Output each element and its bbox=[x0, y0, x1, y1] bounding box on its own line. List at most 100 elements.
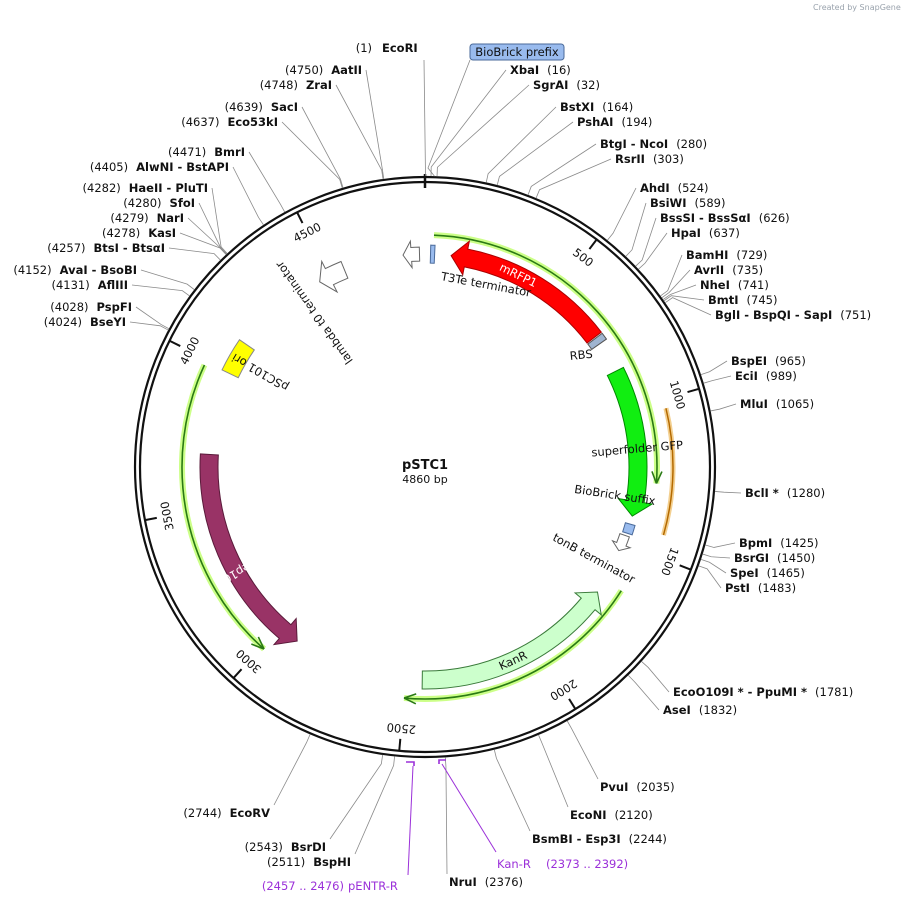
site-position: (2035) bbox=[636, 780, 674, 794]
site-name: BsiWI bbox=[650, 196, 687, 210]
site-label-right[interactable]: SpeI(1465) bbox=[730, 566, 805, 580]
site-label-left[interactable]: AvaI - BsoBI(4152) bbox=[13, 263, 137, 277]
site-label-right[interactable]: BsmBI - Esp3I(2244) bbox=[532, 832, 667, 846]
site-label-right[interactable]: BtgI - NcoI(280) bbox=[600, 137, 707, 151]
tick-label: 1000 bbox=[667, 379, 688, 411]
site-position: (4280) bbox=[123, 196, 161, 210]
site-label-left[interactable]: BseYI(4024) bbox=[44, 315, 126, 329]
site-label-right[interactable]: PstI(1483) bbox=[725, 581, 796, 595]
site-position: (4405) bbox=[90, 160, 128, 174]
biobrick-suffix-block bbox=[622, 522, 636, 536]
site-position: (1465) bbox=[767, 566, 805, 580]
site-label-right[interactable]: BmtI(745) bbox=[708, 293, 777, 307]
site-leader bbox=[663, 295, 705, 302]
site-name: BsrDI bbox=[291, 840, 326, 854]
site-position: (2376) bbox=[485, 875, 523, 889]
site-label-left[interactable]: EcoRV(2744) bbox=[183, 806, 270, 820]
site-name: PvuI bbox=[600, 780, 628, 794]
orf-arc-rep-line bbox=[181, 364, 265, 650]
site-label-right[interactable]: BamHI(729) bbox=[686, 248, 767, 262]
site-label-right[interactable]: EcoNI(2120) bbox=[570, 808, 653, 822]
site-labels: (1)EcoRI XbaI(16)SgrAI(32) BstXI(164)PshAI… bbox=[13, 41, 871, 893]
site-label-right[interactable]: RsrII(303) bbox=[615, 152, 684, 166]
site-name: NheI bbox=[700, 278, 730, 292]
site-label-left[interactable]: SacI(4639) bbox=[225, 100, 298, 114]
kan-r-name[interactable]: Kan-R bbox=[497, 857, 531, 871]
site-label-right[interactable]: BglI - BspQI - SapI(751) bbox=[715, 308, 871, 322]
site-label-right[interactable]: BsiWI(589) bbox=[650, 196, 725, 210]
site-label-right[interactable]: AhdI(524) bbox=[640, 181, 709, 195]
site-label-right[interactable]: HpaI(637) bbox=[671, 226, 740, 240]
site-leader bbox=[714, 491, 742, 494]
site-label-left[interactable]: BsrDI(2543) bbox=[245, 840, 326, 854]
site-name: EcoNI bbox=[570, 808, 606, 822]
site-label-right[interactable]: (1)EcoRI bbox=[356, 41, 418, 55]
t3te-terminator-arrow bbox=[402, 239, 421, 270]
site-label-left[interactable]: KasI(4278) bbox=[102, 226, 176, 240]
site-leader bbox=[281, 121, 343, 189]
snapgene-watermark: Created by SnapGene bbox=[813, 3, 901, 12]
tonb-terminator-arrow bbox=[611, 533, 632, 552]
site-name: BtgI - NcoI bbox=[600, 137, 668, 151]
site-name: BstXI bbox=[560, 100, 594, 114]
site-label-left[interactable]: HaeII - PluTI(4282) bbox=[83, 181, 208, 195]
site-label-right[interactable]: BstXI(164) bbox=[560, 100, 633, 114]
site-label-right[interactable]: BclI *(1280) bbox=[745, 486, 825, 500]
site-leader bbox=[635, 217, 657, 267]
site-label-right[interactable]: BpmI(1425) bbox=[739, 536, 819, 550]
site-label-right[interactable]: AseI(1832) bbox=[663, 703, 737, 717]
pentr-r-range: (2457 .. 2476) bbox=[262, 879, 344, 893]
site-leader bbox=[365, 69, 385, 179]
site-position: (2744) bbox=[183, 806, 221, 820]
site-label-right[interactable]: BssSI - BssSαI(626) bbox=[660, 211, 790, 225]
kanr-arrow bbox=[421, 591, 602, 690]
orf-arc-kan bbox=[403, 589, 624, 705]
site-label-left[interactable]: BspHI(2511) bbox=[267, 855, 351, 869]
orf-arc-kan-arrowhead bbox=[403, 693, 417, 705]
site-label-right[interactable]: XbaI(16) bbox=[510, 63, 571, 77]
site-leader bbox=[641, 661, 670, 693]
site-label-left[interactable]: Eco53kI(4637) bbox=[181, 115, 278, 129]
site-label-left[interactable]: SfoI(4280) bbox=[123, 196, 195, 210]
site-label-left[interactable]: NarI(4279) bbox=[110, 211, 184, 225]
site-position: (1450) bbox=[777, 551, 815, 565]
site-label-right[interactable]: BsrGI (1450) bbox=[734, 551, 815, 565]
site-label-right[interactable]: NheI(741) bbox=[700, 278, 769, 292]
site-name: BsmBI - Esp3I bbox=[532, 832, 621, 846]
site-label-left[interactable]: AflIII(4131) bbox=[51, 278, 128, 292]
site-name: NruI bbox=[449, 875, 477, 889]
pentr-r-name[interactable]: pENTR-R bbox=[348, 879, 398, 893]
orf-arc-outer-line bbox=[433, 234, 658, 484]
site-label-right[interactable]: EciI(989) bbox=[735, 369, 797, 383]
site-position: (32) bbox=[576, 78, 600, 92]
site-label-left[interactable]: BtsI - BtsαI(4257) bbox=[47, 241, 165, 255]
site-name: AatII bbox=[331, 63, 362, 77]
site-name: AhdI bbox=[640, 181, 670, 195]
site-position: (4131) bbox=[51, 278, 89, 292]
site-label-right[interactable]: AvrII(735) bbox=[694, 263, 763, 277]
biobrick-prefix-tag[interactable]: BioBrick prefix bbox=[469, 43, 565, 61]
site-label-right[interactable]: NruI (2376) bbox=[449, 875, 523, 889]
site-label-right[interactable]: MluI(1065) bbox=[740, 397, 814, 411]
site-leader bbox=[211, 187, 228, 254]
site-label-right[interactable]: PvuI (2035) bbox=[600, 780, 675, 794]
site-leader bbox=[710, 403, 737, 412]
site-label-left[interactable]: AatII(4750) bbox=[285, 63, 362, 77]
site-label-right[interactable]: PshAI(194) bbox=[577, 115, 652, 129]
site-label-right[interactable]: SgrAI(32) bbox=[533, 78, 600, 92]
site-name: BclI * bbox=[745, 486, 779, 500]
site-position: (4257) bbox=[47, 241, 85, 255]
site-label-left[interactable]: BmrI(4471) bbox=[168, 145, 245, 159]
site-name: BsrGI bbox=[734, 551, 769, 565]
site-label-right[interactable]: EcoO109I * - PpuMI *(1781) bbox=[673, 685, 853, 699]
site-name: BssSI - BssSαI bbox=[660, 211, 751, 225]
site-label-left[interactable]: AlwNI - BstAPI(4405) bbox=[90, 160, 229, 174]
site-position: (4282) bbox=[83, 181, 121, 195]
site-leader bbox=[335, 84, 384, 180]
site-label-left[interactable]: ZraI(4748) bbox=[260, 78, 332, 92]
site-name: RsrII bbox=[615, 152, 645, 166]
site-position: (4028) bbox=[50, 300, 88, 314]
site-label-left[interactable]: PspFI(4028) bbox=[50, 300, 132, 314]
site-label-right[interactable]: BspEI(965) bbox=[731, 354, 806, 368]
site-position: (745) bbox=[747, 293, 778, 307]
